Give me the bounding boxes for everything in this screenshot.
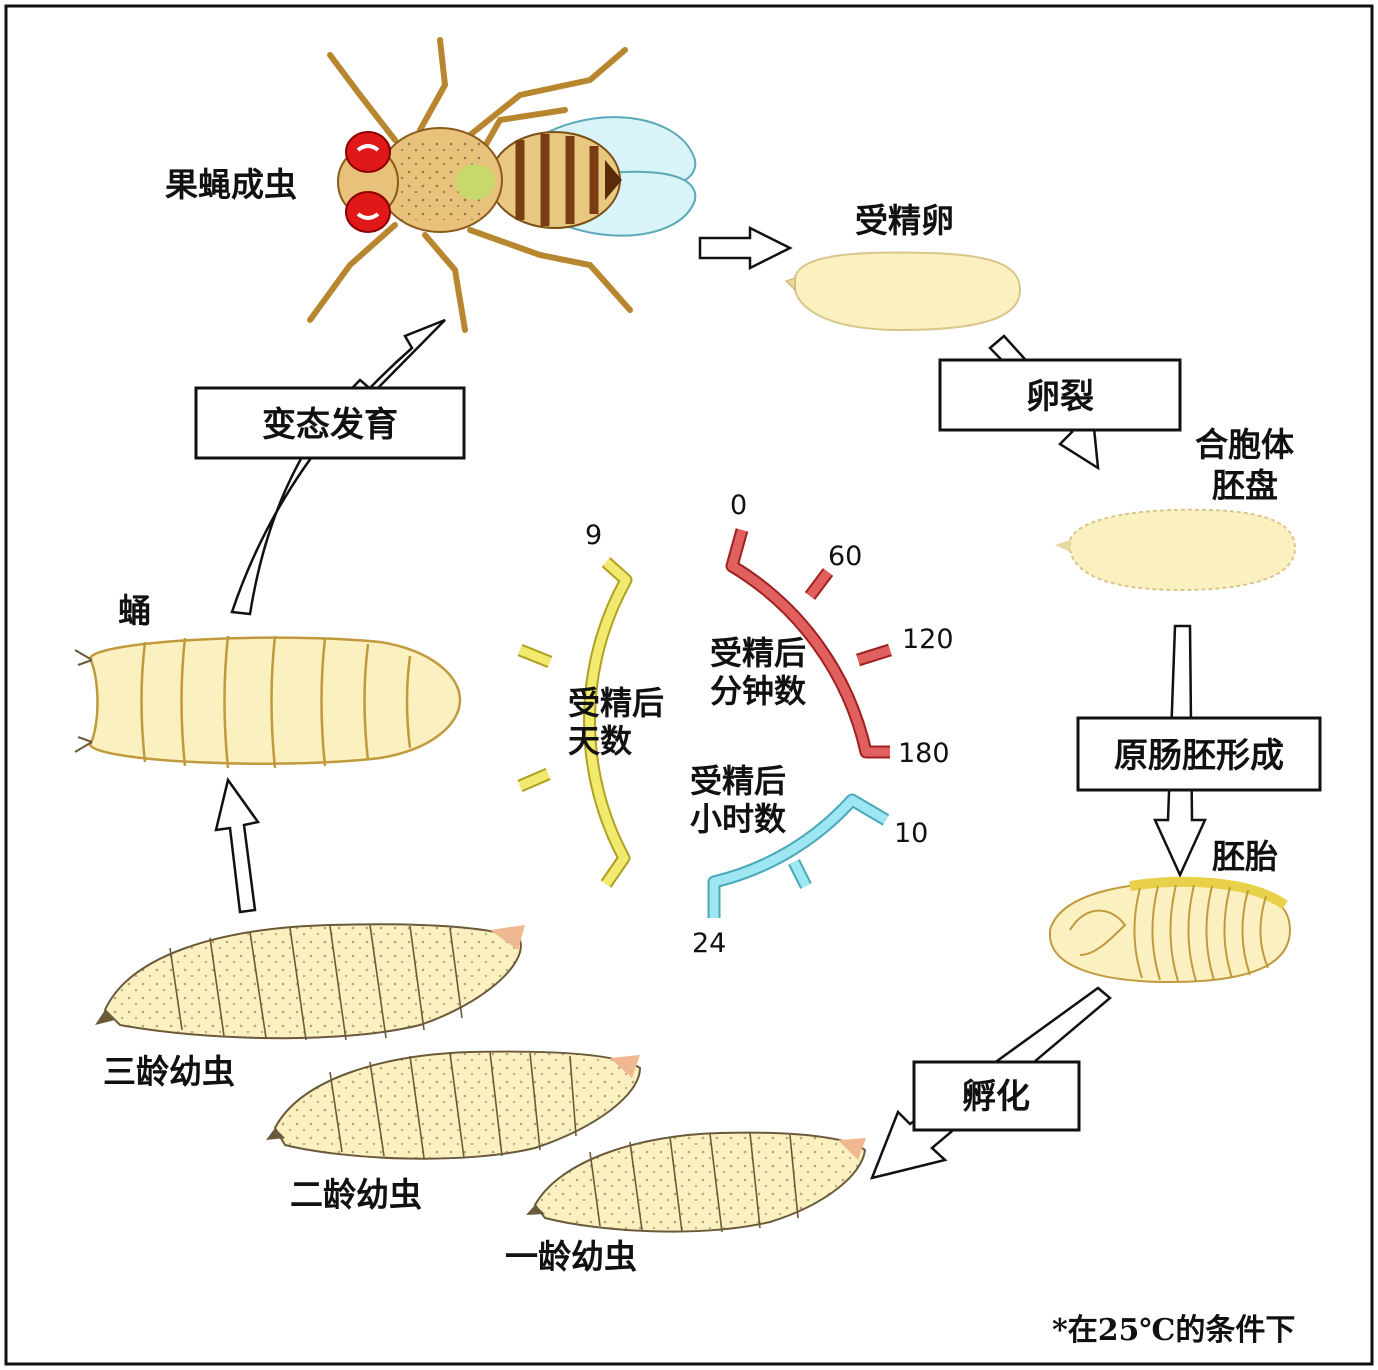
label-days-line1: 受精后	[568, 684, 664, 722]
fly-abdomen	[489, 131, 621, 229]
label-larva-first: 一龄幼虫	[505, 1237, 637, 1276]
label-syncytial-line1: 合胞体	[1195, 425, 1294, 464]
process-box-gastrulation	[1076, 716, 1322, 792]
syncytial-blastoderm-illustration	[1069, 508, 1297, 592]
pupa-illustration	[74, 635, 462, 769]
tick-minutes-0: 0	[730, 490, 747, 521]
label-days-line2: 天数	[568, 722, 633, 760]
tick-hours-24: 24	[692, 928, 726, 959]
larva-third-instar-illustration	[95, 923, 525, 1041]
label-metamorphosis: 变态发育	[262, 405, 398, 445]
label-gastrulation: 原肠胚形成	[1114, 736, 1284, 776]
embryo-illustration	[1049, 876, 1292, 984]
label-egg: 受精卵	[855, 201, 954, 240]
label-larva-third: 三龄幼虫	[103, 1052, 235, 1091]
larva-second-instar-illustration	[266, 1050, 642, 1160]
footnote-temperature: *在25℃的条件下	[1052, 1313, 1295, 1348]
process-box-cleavage	[938, 358, 1182, 432]
label-minutes-line2: 分钟数	[710, 672, 807, 710]
label-larva-second: 二龄幼虫	[290, 1175, 422, 1214]
label-embryo: 胚胎	[1212, 837, 1278, 876]
label-cleavage: 卵裂	[1026, 377, 1094, 417]
label-pupa: 蛹	[118, 591, 151, 630]
larva-first-instar-illustration	[526, 1131, 867, 1233]
timeline-hours-arc	[707, 793, 890, 918]
fly-legs	[307, 37, 633, 333]
fly-abdomen-stripes	[515, 134, 599, 226]
process-box-hatching	[912, 1060, 1081, 1132]
timeline-minutes-arc	[725, 528, 892, 759]
arrow-adult-to-egg	[698, 225, 793, 271]
fly-eye-lower	[345, 191, 391, 233]
arrow-larva-to-pupa	[214, 777, 261, 914]
process-box-metamorphosis	[194, 386, 466, 460]
adult-fly-illustration	[307, 37, 697, 333]
tick-minutes-120: 120	[902, 624, 954, 655]
arrow-pupa-to-adult	[230, 318, 446, 616]
tick-minutes-60: 60	[828, 541, 862, 572]
tick-days-9: 9	[585, 520, 602, 551]
label-adult-fly: 果蝇成虫	[165, 165, 297, 204]
label-hours-line1: 受精后	[690, 762, 786, 800]
label-minutes-line1: 受精后	[710, 634, 806, 672]
label-syncytial-line2: 胚盘	[1212, 466, 1278, 505]
fly-eye-upper	[345, 131, 391, 173]
label-hours-line2: 小时数	[690, 800, 787, 838]
label-hatching: 孵化	[962, 1077, 1030, 1117]
tick-minutes-180: 180	[898, 738, 950, 769]
tick-hours-10: 10	[894, 818, 928, 849]
timeline-days-arc	[517, 557, 633, 888]
egg-illustration	[794, 251, 1022, 332]
